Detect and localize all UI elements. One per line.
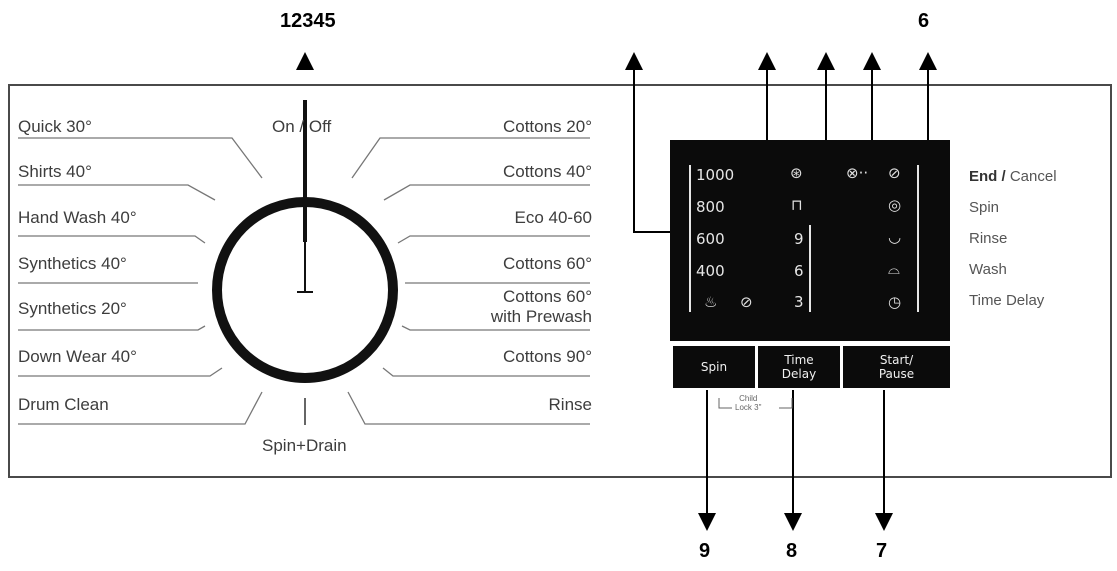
arrow-up-icon [296, 52, 314, 70]
spin-status-icon: ◎ [888, 196, 902, 214]
start-pause-label-2: Pause [878, 367, 915, 381]
status-spin: Spin [969, 199, 1000, 216]
start-pause-button[interactable]: Start/ Pause [843, 346, 950, 388]
callout-spin: 9 [699, 540, 711, 562]
timer-icon: ◷ [888, 293, 902, 311]
program-cottons-60[interactable]: Cottons 60° [502, 254, 592, 273]
steam-icon: ♨ [704, 293, 718, 311]
status-wash: Wash [969, 261, 1007, 278]
status-rinse: Rinse [969, 230, 1008, 247]
arrow-up-icon [817, 52, 835, 70]
lock-icon: ⊓ [791, 196, 803, 214]
program-drum-clean[interactable]: Drum Clean [18, 395, 109, 414]
time-delay-label-1: Time [784, 353, 814, 367]
dial-on-off-label: On / Off [272, 117, 332, 136]
program-cottons-40[interactable]: Cottons 40° [502, 162, 592, 181]
delay-6: 6 [794, 262, 804, 280]
program-cottons-60-prewash[interactable]: Cottons 60° [502, 287, 592, 306]
program-prewash-suffix: with Prewash [490, 307, 592, 326]
program-cottons-20[interactable]: Cottons 20° [502, 117, 592, 136]
dial-spin-drain-label: Spin+Drain [262, 436, 347, 455]
arrow-down-icon [698, 513, 716, 531]
callout-time-delay: 8 [786, 540, 798, 562]
callout-display: 6 [918, 10, 930, 32]
spin-speed-1000: 1000 [696, 166, 735, 184]
spin-icon: ⊛ [790, 164, 803, 182]
arrow-up-icon [919, 52, 937, 70]
wash-icon: ⌓ [888, 260, 900, 278]
child-lock-label: Child Lock 3" [735, 394, 762, 412]
control-panel [8, 84, 1112, 478]
time-delay-button[interactable]: Time Delay [758, 346, 840, 388]
spin-button[interactable]: Spin [673, 346, 755, 388]
spin-speed-400: 400 [696, 262, 725, 280]
program-rinse[interactable]: Rinse [548, 395, 592, 414]
callout-start-pause: 7 [876, 540, 888, 562]
program-eco-40-60[interactable]: Eco 40-60 [514, 208, 593, 227]
program-shirts-40[interactable]: Shirts 40° [18, 162, 92, 181]
start-pause-label-1: Start/ [879, 353, 914, 367]
arrow-up-icon [758, 52, 776, 70]
no-spin-icon: ⊘ [740, 293, 753, 311]
arrow-up-icon [625, 52, 643, 70]
cancel-icon: ⊗·· [846, 164, 869, 182]
lcd-display: 1000 800 600 400 ♨ ⊘ ⊛ ⊓ 9 6 3 ⊗·· ⊘ ◎ ◡… [670, 140, 950, 341]
program-cottons-90[interactable]: Cottons 90° [502, 347, 592, 366]
spin-speed-600: 600 [696, 230, 725, 248]
check-icon: ⊘ [888, 164, 901, 182]
program-synthetics-20[interactable]: Synthetics 20° [18, 299, 127, 318]
time-delay-label-2: Delay [781, 367, 817, 381]
delay-9: 9 [794, 230, 804, 248]
arrow-down-icon [875, 513, 893, 531]
status-time-delay: Time Delay [969, 292, 1045, 309]
arrow-up-icon [863, 52, 881, 70]
callout-dial: 12345 [280, 10, 336, 32]
delay-3: 3 [794, 293, 804, 311]
program-down-wear-40[interactable]: Down Wear 40° [18, 347, 137, 366]
program-hand-wash-40[interactable]: Hand Wash 40° [18, 208, 137, 227]
program-synthetics-40[interactable]: Synthetics 40° [18, 254, 127, 273]
rinse-icon: ◡ [888, 228, 902, 246]
program-quick-30[interactable]: Quick 30° [18, 117, 92, 136]
spin-button-label: Spin [700, 360, 728, 374]
status-end-cancel: End / Cancel [969, 168, 1057, 185]
spin-speed-800: 800 [696, 198, 725, 216]
arrow-down-icon [784, 513, 802, 531]
